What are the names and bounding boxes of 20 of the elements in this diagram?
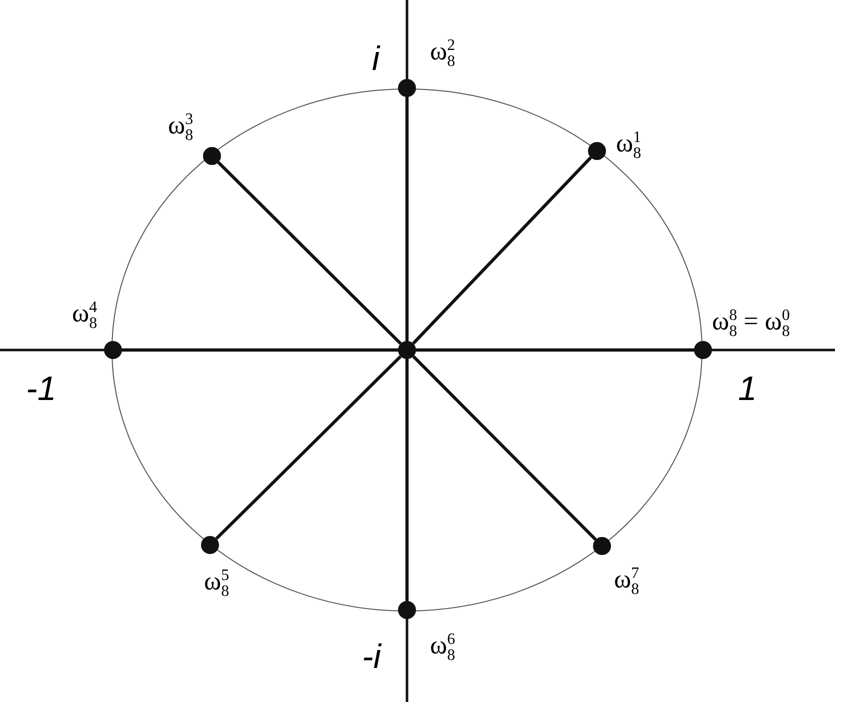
spoke-line bbox=[217, 161, 402, 345]
spoke-line bbox=[412, 156, 592, 345]
point-dot bbox=[201, 536, 219, 554]
spoke-line bbox=[416, 348, 694, 352]
point-dot bbox=[398, 601, 416, 619]
point-dot bbox=[588, 142, 606, 160]
point-dot bbox=[398, 79, 416, 97]
axis-label: i bbox=[372, 42, 380, 76]
point-dot bbox=[593, 537, 611, 555]
axis-label: -i bbox=[362, 640, 381, 674]
point-dot bbox=[694, 341, 712, 359]
point-dot bbox=[104, 341, 122, 359]
spoke-line bbox=[215, 355, 402, 540]
point-dot bbox=[203, 147, 221, 165]
spoke-line bbox=[412, 355, 597, 541]
spoke-line bbox=[122, 348, 398, 352]
axis-label: -1 bbox=[26, 372, 56, 406]
spoke-line bbox=[405, 359, 409, 601]
axis-label: 1 bbox=[738, 372, 757, 406]
spoke-line bbox=[405, 97, 409, 341]
